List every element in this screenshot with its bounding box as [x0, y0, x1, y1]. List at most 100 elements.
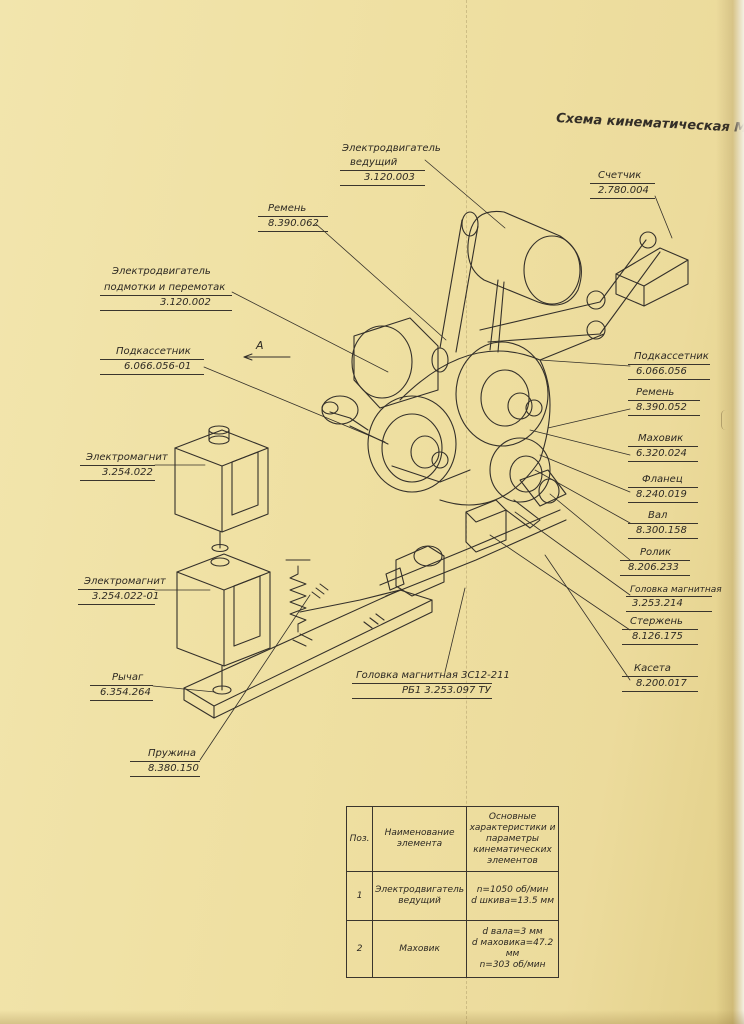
motor-driving-code: 3.120.003 — [364, 172, 415, 183]
rod-baseline — [622, 644, 698, 645]
spec-row2-params: d вала=3 мм d маховика=47.2 мм n=303 об/… — [466, 920, 559, 978]
electromagnet-top-code: 3.254.022 — [102, 467, 153, 478]
table-row: 1 Электродвигатель ведущий n=1050 об/мин… — [345, 871, 559, 921]
electromagnet-bottom-baseline — [78, 604, 155, 605]
counter-label: Счетчик — [598, 170, 642, 181]
electromagnet-bottom-label: Электромагнит — [84, 576, 166, 587]
spec-header-row: Поз. Наименование элемента Основные хара… — [345, 806, 559, 872]
cassette-holder-left-code: 6.066.056-01 — [124, 361, 192, 372]
spring-label: Пружина — [148, 748, 196, 759]
belt-left-code: 8.390.062 — [268, 218, 319, 229]
flange-code: 8.240.019 — [636, 489, 687, 500]
motor-rewind-label-2: подмотки и перемотак — [104, 282, 226, 293]
motor-rewind-underline — [100, 295, 232, 296]
flange-baseline — [628, 502, 698, 503]
flywheel-baseline — [628, 461, 698, 462]
shaft-baseline — [628, 538, 698, 539]
flywheel-code: 6.320.024 — [636, 448, 687, 459]
deck-wheels — [321, 341, 551, 506]
spec-row1-param-1: n=1050 об/мин — [476, 885, 549, 895]
spring-baseline — [130, 776, 200, 777]
lever-baseline — [90, 700, 153, 701]
electromagnet-top-label: Электромагнит — [86, 452, 168, 463]
belt-right-baseline — [628, 415, 700, 416]
motor-rewind-label-1: Электродвигатель — [112, 266, 211, 277]
counter-baseline — [590, 198, 655, 199]
magnetic-head-bottom-code: РБ1 3.253.097 ТУ — [402, 685, 491, 696]
motor-rewind-code: 3.120.002 — [160, 297, 211, 308]
flange-underline — [628, 487, 698, 488]
motor-driving-underline — [340, 170, 425, 171]
lever-label: Рычаг — [112, 672, 144, 683]
base-lever — [183, 509, 567, 719]
shaft-label: Вал — [648, 510, 668, 521]
spring-underline — [130, 761, 200, 762]
cassette-holder-left-baseline — [100, 374, 204, 375]
belt-right-code: 8.390.052 — [636, 402, 687, 413]
magnetic-head-bottom-shape — [363, 545, 445, 629]
spec-row1-param-2: d шкива=13.5 мм — [471, 896, 554, 906]
rewind-motor — [351, 317, 449, 409]
cassette-holder-right-underline — [628, 364, 710, 365]
roller-assembly — [465, 469, 567, 553]
spec-row1-params: n=1050 об/мин d шкива=13.5 мм — [466, 871, 559, 921]
flywheel-label: Маховик — [638, 433, 684, 444]
shaft-code: 8.300.158 — [636, 525, 687, 536]
motor-driving-label-1: Электродвигатель — [342, 143, 441, 154]
counter-shape — [615, 231, 689, 307]
table-row: 2 Маховик d вала=3 мм d маховика=47.2 мм… — [345, 920, 559, 978]
roller-label: Ролик — [640, 547, 672, 558]
belt-left-underline — [258, 216, 328, 217]
motor-rewind-baseline — [100, 310, 232, 311]
roller-underline — [620, 560, 690, 561]
lever-underline — [90, 685, 153, 686]
spring-code: 8.380.150 — [148, 763, 199, 774]
magnetic-head-bottom-label: Головка магнитная 3С12-211 — [356, 670, 510, 681]
electromagnet-bottom-shape — [176, 531, 271, 695]
spec-row2-param-1: d вала=3 мм — [482, 927, 543, 937]
cassette-code: 8.200.017 — [636, 678, 687, 689]
rod-label: Стержень — [630, 616, 683, 627]
view-marker-label: А — [256, 339, 264, 352]
cassette-holder-left-label: Подкассетник — [116, 346, 191, 357]
electromagnet-top-shape — [174, 425, 269, 533]
drive-motor — [439, 210, 661, 361]
electromagnet-bottom-code: 3.254.022-01 — [92, 591, 160, 602]
paper-right-edge — [716, 0, 744, 1024]
magnetic-head-right-label: Головка магнитная — [630, 585, 722, 595]
spec-header-name: Наименование элемента — [372, 806, 468, 872]
belt-right-underline — [628, 400, 700, 401]
cassette-holder-left-underline — [100, 359, 204, 360]
belt-right-label: Ремень — [636, 387, 675, 398]
magnetic-head-right-code: 3.253.214 — [632, 598, 683, 609]
magnetic-head-right-baseline — [626, 611, 712, 612]
spec-header-pos: Поз. — [345, 806, 374, 872]
spring-shape — [285, 559, 329, 647]
spec-row2-param-3: n=303 об/мин — [479, 960, 546, 970]
shaft-underline — [628, 523, 698, 524]
counter-code: 2.780.004 — [598, 185, 649, 196]
cassette-holder-right-label: Подкассетник — [634, 351, 709, 362]
magnetic-head-right-underline — [626, 596, 712, 597]
flange-label: Фланец — [642, 474, 683, 485]
spec-table: Поз. Наименование элемента Основные хара… — [345, 806, 559, 978]
lever-code: 6.354.264 — [100, 687, 151, 698]
spec-header-params: Основные характеристики и параметры кине… — [466, 806, 559, 872]
roller-code: 8.206.233 — [628, 562, 679, 573]
cassette-baseline — [622, 691, 698, 692]
electromagnet-top-underline — [80, 465, 155, 466]
magnetic-head-bottom-underline — [352, 683, 492, 684]
roller-baseline — [620, 575, 690, 576]
belt-left-label: Ремень — [268, 203, 307, 214]
magnetic-head-bottom-baseline — [352, 698, 492, 699]
cassette-holder-right-baseline — [628, 379, 710, 380]
cassette-holder-right-code: 6.066.056 — [636, 366, 687, 377]
electromagnet-top-baseline — [80, 480, 155, 481]
cassette-label: Касета — [634, 663, 671, 674]
rod-code: 8.126.175 — [632, 631, 683, 642]
paper-bottom-edge — [0, 1010, 744, 1024]
rod-underline — [622, 629, 698, 630]
counter-underline — [590, 183, 655, 184]
